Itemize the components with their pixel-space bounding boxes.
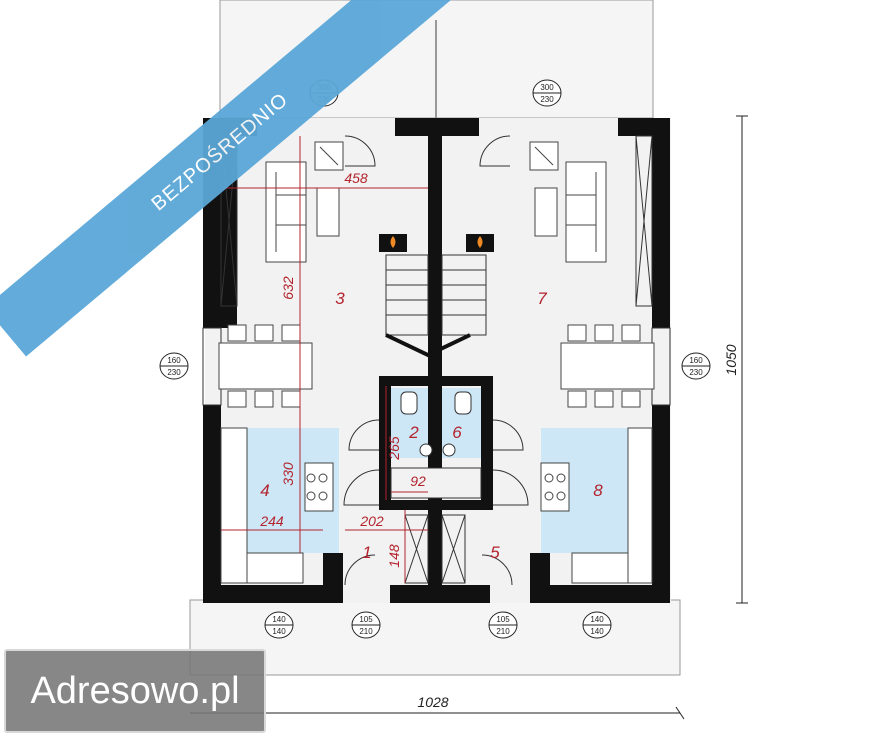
armchairs [314, 141, 559, 171]
dim-bath-width: 92 [410, 473, 426, 489]
window-tag-side-right-w: 160 [689, 356, 703, 365]
kitchen-left [220, 427, 334, 584]
window-tag-side-left-w: 160 [167, 356, 181, 365]
door-tag-right-w: 105 [496, 615, 510, 624]
window-tag-kitchen-right-h: 140 [590, 627, 604, 636]
window-tag-kitchen-left-w: 140 [272, 615, 286, 624]
stairs [385, 254, 487, 358]
dim-bath-height: 265 [386, 436, 402, 461]
door-tag-left-w: 105 [359, 615, 373, 624]
doors [343, 135, 529, 586]
dimension-lines [221, 136, 428, 583]
dim-hall-width: 202 [359, 513, 384, 529]
window-tag-kitchen-left-h: 140 [272, 627, 286, 636]
room-number-6: 6 [452, 423, 462, 442]
room-number-3: 3 [335, 289, 345, 308]
room-number-8: 8 [593, 481, 603, 500]
wardrobes [404, 514, 466, 584]
room-number-1: 1 [362, 543, 371, 562]
room-number-4: 4 [260, 481, 269, 500]
adresowo-logo[interactable]: Adresowo.pl [4, 649, 266, 733]
sofa-right [534, 161, 607, 263]
dim-hall-height: 148 [386, 544, 402, 568]
room-number-5: 5 [490, 543, 500, 562]
overall-dimensions [190, 115, 748, 720]
room-number-7: 7 [537, 289, 547, 308]
room-number-2: 2 [408, 423, 419, 442]
dim-total-width: 1028 [417, 694, 448, 710]
window-tag-top-right-w: 300 [540, 83, 554, 92]
sofa-left [265, 161, 340, 263]
window-tag-top-right-h: 230 [540, 95, 554, 104]
window-tag-side-left-h: 230 [167, 368, 181, 377]
dim-total-height: 1050 [723, 344, 739, 375]
dim-living-width: 458 [344, 170, 368, 186]
room-numbers: 1 2 3 4 5 6 7 8 [260, 289, 603, 562]
door-tag-left-h: 210 [359, 627, 373, 636]
fireplace-icons [379, 234, 494, 252]
dining-right [560, 324, 655, 408]
window-tag-labels: 300 230 300 230 160 230 160 230 140 140 … [167, 83, 703, 636]
dim-kitchen-height: 330 [280, 462, 296, 486]
window-tag-kitchen-right-w: 140 [590, 615, 604, 624]
door-tag-right-h: 210 [496, 627, 510, 636]
window-tag-side-right-h: 230 [689, 368, 703, 377]
kitchen-right [540, 427, 653, 584]
dim-kitchen-width: 244 [259, 513, 284, 529]
dim-living-height: 632 [280, 276, 296, 300]
bathroom-fixtures [390, 391, 482, 499]
dimension-labels: 458 632 330 244 202 148 92 265 1050 1028 [259, 170, 739, 710]
dining-left [218, 324, 313, 408]
